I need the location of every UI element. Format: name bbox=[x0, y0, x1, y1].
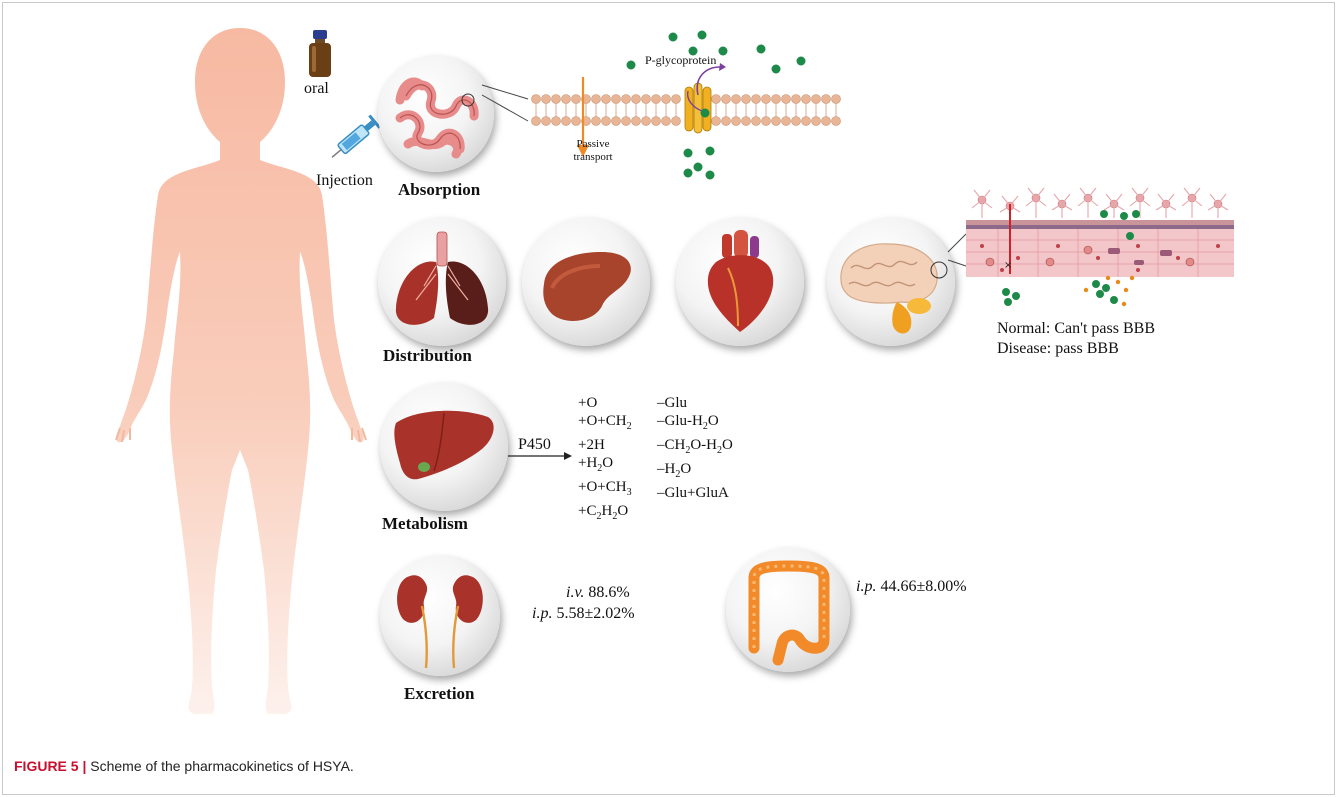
route-ip: i.p. bbox=[532, 605, 552, 622]
ip-value: 5.58±2.02% bbox=[556, 605, 634, 622]
p450-arrow bbox=[508, 450, 574, 462]
metabolite-item: –Glu bbox=[657, 394, 733, 412]
liver-circle bbox=[380, 383, 508, 511]
excretion-label: Excretion bbox=[404, 684, 475, 704]
figure-caption: FIGURE 5 | Scheme of the pharmacokinetic… bbox=[14, 758, 354, 774]
svg-text:×: × bbox=[1004, 260, 1012, 271]
metabolite-list-added: +O +O+CH2 +2H +H2O +O+CH3 +C2H2O bbox=[578, 394, 632, 526]
metabolite-item: –CH2O-H2O bbox=[657, 436, 733, 460]
metabolite-item: –H2O bbox=[657, 460, 733, 484]
injection-label: Injection bbox=[316, 172, 373, 190]
passive-transport-label: Passive transport bbox=[568, 138, 618, 164]
syringe-icon bbox=[325, 108, 385, 168]
ip-value: 44.66±8.00% bbox=[880, 578, 966, 595]
colon-circle bbox=[726, 548, 850, 672]
medicine-bottle-icon bbox=[305, 30, 335, 80]
kidney-iv-text: i.v. 88.6% bbox=[566, 584, 630, 602]
heart-circle bbox=[676, 218, 804, 346]
lungs-icon bbox=[378, 218, 506, 346]
blood-brain-barrier-diagram: × bbox=[938, 180, 1238, 320]
lung-circle bbox=[378, 218, 506, 346]
spleen-icon bbox=[522, 218, 650, 346]
metabolite-item: +O+CH2 bbox=[578, 412, 632, 436]
spleen-circle bbox=[522, 218, 650, 346]
metabolite-item: +C2H2O bbox=[578, 502, 632, 526]
colon-ip-text: i.p. 44.66±8.00% bbox=[856, 578, 967, 596]
distribution-label: Distribution bbox=[383, 346, 472, 366]
iv-value: 88.6% bbox=[588, 584, 629, 601]
figure-label: FIGURE 5 | bbox=[14, 758, 86, 774]
p-glycoprotein-label: P-glycoprotein bbox=[645, 53, 716, 68]
cell-membrane-diagram bbox=[440, 25, 850, 195]
bbb-normal-label: Normal: Can't pass BBB bbox=[997, 320, 1155, 338]
metabolite-item: –Glu-H2O bbox=[657, 412, 733, 436]
brain-circle bbox=[827, 218, 955, 346]
metabolite-item: +H2O bbox=[578, 454, 632, 478]
kidneys-icon bbox=[380, 556, 500, 676]
metabolite-item: +O+CH3 bbox=[578, 478, 632, 502]
metabolite-item: +2H bbox=[578, 436, 632, 454]
passive-line2: transport bbox=[573, 151, 612, 163]
metabolite-item: –Glu+GluA bbox=[657, 484, 733, 502]
metabolism-label: Metabolism bbox=[382, 514, 468, 534]
caption-text: Scheme of the pharmacokinetics of HSYA. bbox=[86, 758, 353, 774]
liver-icon bbox=[380, 383, 508, 511]
metabolite-item: +O bbox=[578, 394, 632, 412]
route-iv: i.v. bbox=[566, 584, 584, 601]
passive-line1: Passive bbox=[577, 138, 610, 150]
brain-icon bbox=[827, 218, 955, 346]
heart-icon bbox=[676, 218, 804, 346]
oral-label: oral bbox=[304, 80, 329, 98]
kidney-circle bbox=[380, 556, 500, 676]
kidney-ip-text: i.p. 5.58±2.02% bbox=[532, 605, 635, 623]
colon-icon bbox=[726, 548, 850, 672]
route-ip: i.p. bbox=[856, 578, 876, 595]
metabolite-list-removed: –Glu –Glu-H2O –CH2O-H2O –H2O –Glu+GluA bbox=[657, 394, 733, 502]
bbb-disease-label: Disease: pass BBB bbox=[997, 340, 1119, 358]
